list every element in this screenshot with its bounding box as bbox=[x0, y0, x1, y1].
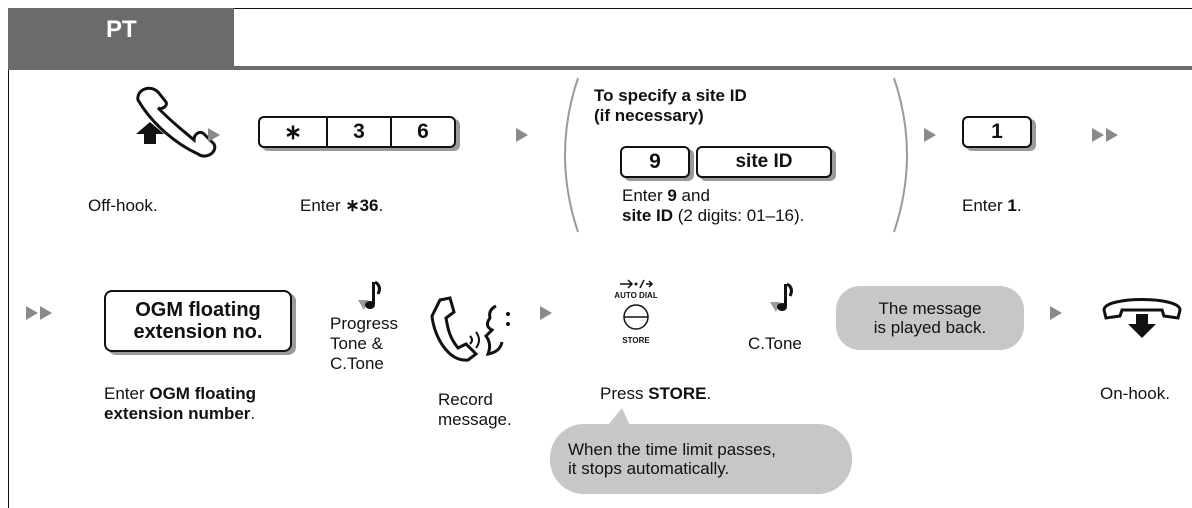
speaking-handset-icon bbox=[430, 296, 510, 362]
arrow-icon bbox=[1092, 128, 1104, 142]
tab-label: PT bbox=[106, 16, 137, 43]
enter-36-caption: Enter ∗36. bbox=[300, 196, 384, 215]
site-id-caption: Enter 9 and site ID (2 digits: 01–16). bbox=[622, 186, 805, 225]
auto-stop-note: When the time limit passes,it stops auto… bbox=[550, 424, 852, 494]
key-6[interactable]: 6 bbox=[390, 116, 456, 148]
auto-dial-label: AUTO DIAL bbox=[614, 291, 658, 300]
key-9[interactable]: 9 bbox=[620, 146, 690, 178]
site-id-title: To specify a site ID(if necessary) bbox=[594, 86, 747, 125]
key-3[interactable]: 3 bbox=[326, 116, 392, 148]
header-band bbox=[8, 66, 1192, 70]
diagram-frame bbox=[8, 8, 1192, 508]
header-tab bbox=[8, 8, 234, 66]
auto-dial-indicator-icon bbox=[620, 279, 654, 289]
star-key[interactable]: ∗ bbox=[258, 116, 328, 148]
arrow-icon bbox=[516, 128, 528, 142]
left-bracket-icon bbox=[564, 77, 579, 233]
store-label: STORE bbox=[622, 336, 650, 345]
on-hook-handset-icon bbox=[1102, 298, 1182, 338]
right-bracket-icon bbox=[893, 77, 908, 233]
arrow-icon bbox=[1050, 306, 1062, 320]
enter-1-caption: Enter 1. bbox=[962, 196, 1022, 215]
arrow-icon bbox=[26, 306, 38, 320]
arrow-icon bbox=[208, 128, 220, 142]
arrow-icon bbox=[540, 306, 552, 320]
arrow-icon bbox=[1106, 128, 1118, 142]
press-store-caption: Press STORE. bbox=[600, 384, 712, 403]
arrow-icon bbox=[924, 128, 936, 142]
tone-note-icon bbox=[358, 280, 381, 310]
site-id-key[interactable]: site ID bbox=[696, 146, 832, 178]
tone-note-icon bbox=[770, 282, 793, 312]
ogm-caption: Enter OGM floating extension number. bbox=[104, 384, 257, 423]
key-1[interactable]: 1 bbox=[962, 116, 1032, 148]
arrow-icon bbox=[40, 306, 52, 320]
off-hook-handset-icon bbox=[136, 86, 217, 158]
ogm-floating-key[interactable]: OGM floating extension no. bbox=[104, 290, 292, 352]
store-button[interactable] bbox=[622, 303, 650, 331]
c-tone-label: C.Tone bbox=[748, 334, 802, 353]
off-hook-caption: Off-hook. bbox=[88, 196, 158, 215]
on-hook-caption: On-hook. bbox=[1100, 384, 1170, 403]
